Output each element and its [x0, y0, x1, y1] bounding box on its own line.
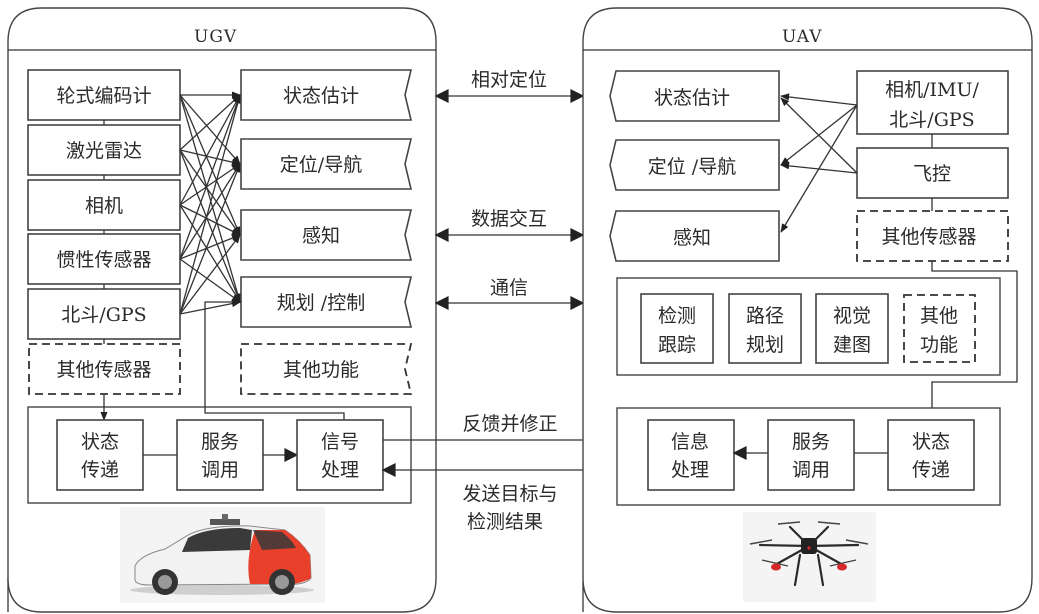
- ugv-signal-processing-label: 处理: [321, 459, 359, 481]
- ugv-signal-processing-label: 信号: [321, 431, 359, 453]
- uav-sensor-block-label: 相机/IMU/: [885, 79, 979, 101]
- uav-module-path-planning: [728, 293, 802, 364]
- ugv-state-transfer: [56, 419, 144, 491]
- sensor-to-function-arrow: [179, 234, 241, 315]
- send-results-label: 发送目标与: [462, 483, 557, 505]
- ugv-function-localization-navigation: [240, 138, 413, 190]
- ugv-function-other: [240, 343, 413, 395]
- ugv-function-label: 定位/导航: [280, 154, 362, 176]
- sensor-to-function-arrow: [179, 163, 241, 206]
- uav-comm-block: 信息 处理 服务 调用 状态 传递: [616, 407, 1001, 506]
- ugv-service-call-label: 调用: [201, 459, 239, 481]
- sensor-to-function-arrow: [179, 204, 241, 303]
- uav-function-localization-navigation: [609, 139, 780, 191]
- uav-info-processing-label: 处理: [671, 459, 709, 481]
- hexacopter-drone-image: [743, 512, 876, 602]
- ugv-sensor-label: 激光雷达: [66, 140, 142, 162]
- uav-function-list: 状态估计 定位 /导航 感知: [609, 70, 780, 262]
- uav-state-transfer-label: 状态: [912, 431, 950, 453]
- uav-other-sensors-to-state-transfer-arrow: [928, 261, 1018, 421]
- uav-module-other: [903, 294, 976, 363]
- ugv-function-label: 感知: [302, 225, 340, 247]
- uav-function-label: 定位 /导航: [648, 156, 736, 178]
- ugv-comm-block: 状态 传递 服务 调用 信号 处理: [27, 298, 412, 504]
- uav-function-perception: [609, 210, 780, 262]
- sensor-to-function-arrow: [179, 163, 241, 260]
- sensor-to-function-arrow: [179, 149, 241, 303]
- relative-positioning-label: 相对定位: [471, 69, 547, 91]
- sensor-to-function-arrow: [179, 234, 241, 260]
- ugv-sensor-label: 轮式编码计: [56, 85, 151, 107]
- ugv-panel: UGV 轮式编码计 激光雷达 相机 惯性传感器 北斗/GPS 其他传感器: [7, 7, 437, 613]
- autonomous-car-image: [120, 507, 325, 603]
- uav-title: UAV: [782, 27, 823, 47]
- ugv-function-state-estimation: [240, 69, 413, 121]
- sensor-to-function-arrow: [179, 94, 241, 151]
- uav-service-call-label: 服务: [792, 431, 830, 453]
- uav-function-label: 感知: [673, 227, 711, 249]
- sensor-to-function-arrow: [179, 94, 241, 165]
- data-exchange-label: 数据交互: [471, 208, 547, 230]
- uav-sensor-function-links: [780, 93, 858, 233]
- uav-service-call: [767, 419, 855, 491]
- ugv-sensor-function-links: [179, 91, 242, 315]
- uav-module-label: 跟踪: [658, 334, 696, 356]
- send-results-label: 检测结果: [467, 511, 543, 533]
- uav-panel: UAV 状态估计 定位 /导航 感知 相机/IMU/ 北斗/GPS 飞控 其他传…: [582, 7, 1033, 613]
- sensor-to-function-arrow: [179, 94, 242, 303]
- uav-sensor-stack: 相机/IMU/ 北斗/GPS 飞控 其他传感器: [856, 70, 1009, 262]
- uav-module-label: 检测: [658, 305, 696, 327]
- ugv-title: UGV: [194, 27, 237, 47]
- sensor-to-function-arrow: [179, 94, 241, 206]
- ugv-sensor-label: 北斗/GPS: [61, 304, 146, 326]
- uav-state-transfer: [887, 419, 975, 491]
- ugv-sensor-label: 惯性传感器: [56, 249, 151, 271]
- uav-module-panel: 检测 跟踪 路径 规划 视觉 建图 其他 功能: [616, 277, 1001, 376]
- sensor-to-function-arrow: [179, 204, 241, 236]
- ugv-function-label: 规划 /控制: [277, 292, 365, 314]
- ugv-sensor-label: 相机: [85, 195, 123, 217]
- sensor-to-function-arrow: [179, 149, 241, 236]
- uav-module-label: 规划: [746, 334, 784, 356]
- sensor-to-function-arrow: [179, 94, 242, 315]
- inter-vehicle-links: 相对定位 数据交互 通信 反馈并修正 发送目标与 检测结果: [381, 69, 619, 533]
- sensor-to-function-arrow: [179, 94, 241, 260]
- signal-to-planning-feedback-arrow: [204, 298, 345, 420]
- feedback-label: 反馈并修正: [462, 413, 557, 435]
- uav-module-label: 功能: [920, 334, 958, 356]
- ugv-sensor-list: 轮式编码计 激光雷达 相机 惯性传感器 北斗/GPS 其他传感器: [27, 69, 181, 395]
- uav-module-detection-tracking: [640, 293, 714, 364]
- uav-service-call-label: 调用: [792, 459, 830, 481]
- uav-function-label: 状态估计: [654, 87, 730, 109]
- ugv-other-sensors-label: 其他传感器: [56, 359, 151, 381]
- ugv-other-sensors: [28, 343, 181, 395]
- ugv-state-transfer-label: 状态: [81, 431, 119, 453]
- uav-module-label: 路径: [746, 305, 784, 327]
- uav-function-state-estimation: [609, 70, 780, 122]
- uav-sensor-block-label: 北斗/GPS: [889, 109, 974, 131]
- sensor-to-function-arrow: [179, 300, 241, 315]
- uav-module-label: 建图: [833, 334, 871, 356]
- uav-state-transfer-label: 传递: [912, 459, 950, 481]
- communication-label: 通信: [490, 277, 528, 299]
- sensor-to-function-arrow: [179, 163, 241, 315]
- sensor-to-function-arrow: [179, 94, 241, 236]
- uav-module-label: 其他: [920, 305, 958, 327]
- uav-flight-controller-label: 飞控: [913, 163, 951, 185]
- ugv-service-call-label: 服务: [201, 431, 239, 453]
- ugv-other-function-label: 其他功能: [283, 359, 359, 381]
- ugv-state-transfer-label: 传递: [81, 459, 119, 481]
- ugv-signal-processing: [296, 419, 384, 491]
- uav-module-label: 视觉: [833, 305, 871, 327]
- sensor-to-function-arrow: [179, 258, 241, 303]
- ugv-function-perception: [240, 209, 413, 261]
- uav-other-sensors-label: 其他传感器: [881, 226, 976, 248]
- uav-module-visual-mapping: [815, 293, 889, 364]
- uav-flight-controller: [856, 147, 1009, 199]
- ugv-function-label: 状态估计: [283, 85, 359, 107]
- ugv-function-list: 状态估计 定位/导航 感知 规划 /控制 其他功能: [240, 69, 413, 395]
- uav-info-processing-label: 信息: [671, 431, 709, 453]
- ugv-function-planning-control: [240, 276, 413, 328]
- sensor-to-function-arrow: [179, 149, 241, 166]
